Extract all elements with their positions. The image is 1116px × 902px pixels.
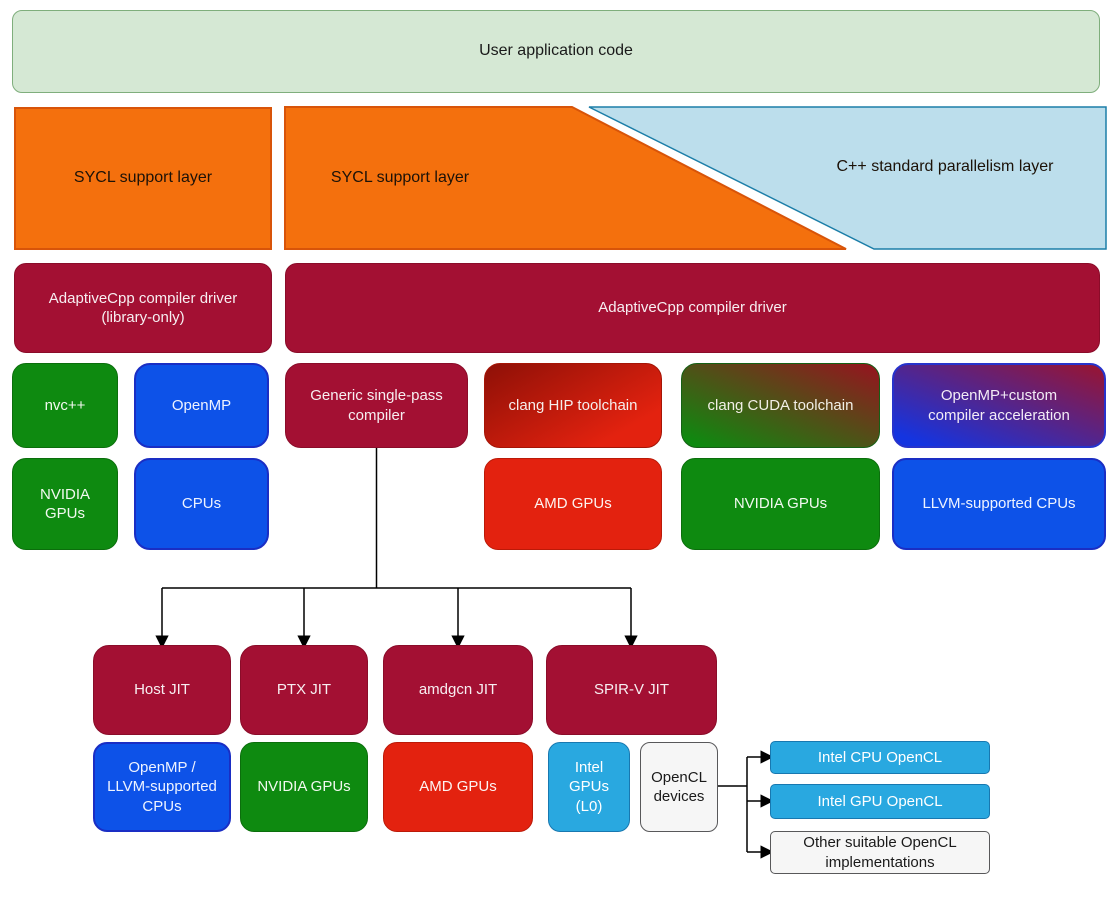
nvidia-gpus-2-label: NVIDIA GPUs — [733, 495, 828, 513]
amd-gpus-1-label: AMD GPUs — [534, 495, 612, 513]
node-cpp-standard-parallelism-layer: C++ standard parallelism layer — [790, 107, 1100, 227]
node-openmp-llvm-supported-cpus: OpenMP / LLVM-supported CPUs — [93, 742, 231, 832]
node-intel-gpu-opencl: Intel GPU OpenCL — [770, 784, 990, 819]
node-adaptivecpp-driver: AdaptiveCpp compiler driver — [285, 263, 1100, 353]
intel-gpu-opencl-label: Intel GPU OpenCL — [817, 792, 943, 810]
cpus-label: CPUs — [181, 495, 222, 513]
openmp-label: OpenMP — [171, 396, 232, 414]
clang-cuda-toolchain-label: clang CUDA toolchain — [707, 396, 854, 414]
node-intel-cpu-opencl: Intel CPU OpenCL — [770, 741, 990, 774]
node-other-opencl-implementations: Other suitable OpenCL implementations — [770, 831, 990, 874]
node-nvcpp: nvc++ — [12, 363, 118, 448]
ptx-jit-label: PTX JIT — [276, 681, 332, 699]
node-openmp: OpenMP — [134, 363, 269, 448]
openmp-custom-acceleration-label: OpenMP+custom compiler acceleration — [928, 387, 1070, 424]
sycl-support-layer-mid-label: SYCL support layer — [330, 169, 470, 187]
node-clang-hip-toolchain: clang HIP toolchain — [484, 363, 662, 448]
node-opencl-devices: OpenCL devices — [640, 742, 718, 832]
nvidia-gpus-3-label: NVIDIA GPUs — [257, 778, 351, 796]
opencl-devices-label: OpenCL devices — [651, 768, 707, 806]
host-jit-label: Host JIT — [134, 681, 190, 699]
node-openmp-custom-acceleration: OpenMP+custom compiler acceleration — [892, 363, 1106, 448]
generic-single-pass-compiler-label: Generic single-pass compiler — [310, 387, 443, 424]
node-user-application-code: User application code — [12, 10, 1100, 93]
node-spirv-jit: SPIR-V JIT — [546, 645, 717, 735]
node-nvidia-gpus-2: NVIDIA GPUs — [681, 458, 880, 550]
adaptivecpp-driver-library-only-label: AdaptiveCpp compiler driver (library-onl… — [48, 289, 238, 327]
clang-hip-toolchain-label: clang HIP toolchain — [508, 396, 638, 414]
user-application-code-label: User application code — [479, 42, 633, 60]
sycl-support-layer-left-label: SYCL support layer — [73, 169, 213, 187]
intel-cpu-opencl-label: Intel CPU OpenCL — [817, 748, 943, 766]
node-sycl-support-layer-mid: SYCL support layer — [287, 107, 513, 250]
node-adaptivecpp-driver-library-only: AdaptiveCpp compiler driver (library-onl… — [14, 263, 272, 353]
node-amdgcn-jit: amdgcn JIT — [383, 645, 533, 735]
intel-gpus-l0-label: Intel GPUs (L0) — [568, 758, 609, 815]
node-nvidia-gpus-1: NVIDIA GPUs — [12, 458, 118, 550]
node-intel-gpus-l0: Intel GPUs (L0) — [548, 742, 630, 832]
llvm-supported-cpus-label: LLVM-supported CPUs — [922, 495, 1076, 513]
node-amd-gpus-2: AMD GPUs — [383, 742, 533, 832]
opencl-fanout-connector — [718, 750, 774, 859]
adaptivecpp-driver-label: AdaptiveCpp compiler driver — [598, 299, 787, 317]
spirv-jit-label: SPIR-V JIT — [593, 681, 669, 699]
other-opencl-implementations-label: Other suitable OpenCL implementations — [803, 834, 957, 871]
node-clang-cuda-toolchain: clang CUDA toolchain — [681, 363, 880, 448]
node-llvm-supported-cpus: LLVM-supported CPUs — [892, 458, 1106, 550]
openmp-llvm-supported-cpus-label: OpenMP / LLVM-supported CPUs — [107, 758, 217, 815]
node-generic-single-pass-compiler: Generic single-pass compiler — [285, 363, 468, 448]
nvcpp-label: nvc++ — [44, 396, 86, 414]
node-host-jit: Host JIT — [93, 645, 231, 735]
node-ptx-jit: PTX JIT — [240, 645, 368, 735]
nvidia-gpus-1-label: NVIDIA GPUs — [39, 485, 90, 523]
node-amd-gpus-1: AMD GPUs — [484, 458, 662, 550]
amdgcn-jit-label: amdgcn JIT — [418, 681, 498, 699]
node-cpus: CPUs — [134, 458, 269, 550]
node-sycl-support-layer-left: SYCL support layer — [14, 107, 272, 250]
node-nvidia-gpus-3: NVIDIA GPUs — [240, 742, 368, 832]
amd-gpus-2-label: AMD GPUs — [419, 778, 497, 796]
cpp-standard-parallelism-label: C++ standard parallelism layer — [836, 157, 1054, 175]
